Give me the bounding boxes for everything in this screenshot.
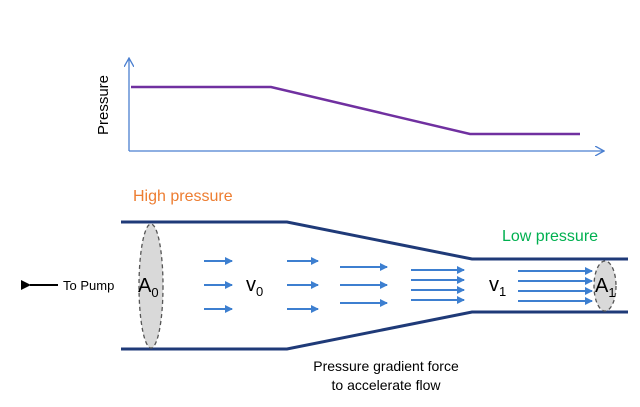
pressure-curve [131, 85, 580, 136]
velocity-in-label: v0 [246, 274, 263, 299]
pipe-bottom-wall [121, 310, 628, 351]
pipe-top-wall [121, 220, 628, 261]
y-axis-label: Pressure [95, 75, 112, 135]
low-pressure-label: Low pressure [502, 228, 598, 245]
pipe [121, 220, 628, 351]
high-pressure-label: High pressure [133, 188, 233, 205]
area-out-label: A1 [595, 275, 616, 300]
flow-arrows [204, 257, 593, 313]
caption-line-2: to accelerate flow [332, 377, 442, 393]
velocity-out-label: v1 [489, 274, 506, 299]
caption-line-1: Pressure gradient force [313, 358, 459, 374]
area-in-label: A0 [138, 275, 159, 300]
cross-section-a0 [138, 223, 164, 349]
to-pump-label: To Pump [63, 278, 114, 293]
cross-section-a1 [593, 260, 617, 312]
pressure-graph: Pressure [95, 58, 604, 151]
